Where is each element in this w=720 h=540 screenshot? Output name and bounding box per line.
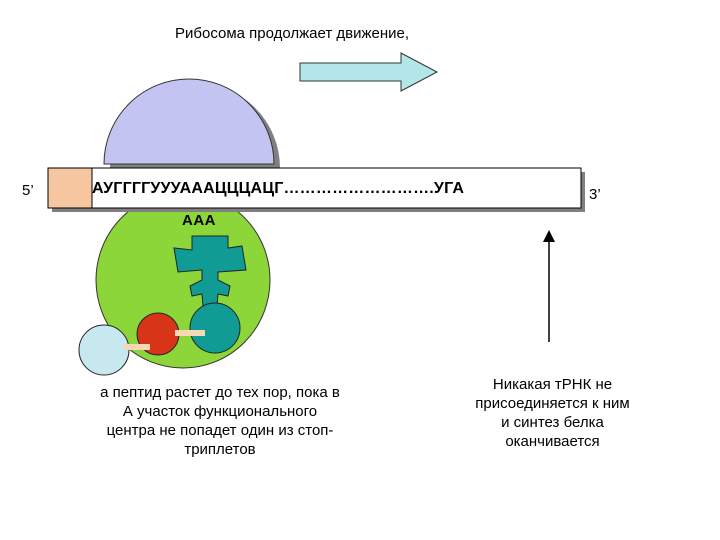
trna-anticodon: ААА — [182, 212, 216, 229]
peptide-bond-right — [175, 330, 205, 336]
mrna-5-prime-label: 5’ — [22, 182, 34, 199]
termination-note: Никакая тРНК не присоединяется к ним и с… — [475, 376, 630, 450]
aminoacid-light — [78, 324, 130, 376]
mrna-cap — [47, 167, 93, 209]
mrna-strip — [47, 167, 582, 209]
mrna-3-prime-label: 3’ — [589, 186, 601, 203]
mrna-sequence: АУГГГГУУУАААЦЦЦАЦГ……………………….УГА — [92, 180, 465, 197]
stop-arrow-head — [543, 230, 555, 242]
slide-title: Рибосома продолжает движение, — [175, 25, 410, 42]
direction-arrow — [299, 52, 439, 92]
small-subunit — [103, 78, 275, 165]
peptide-bond-left — [124, 344, 150, 350]
tRNA-aminoacid-right — [189, 302, 241, 354]
peptide-growth-note: а пептид растет до тех пор, пока в А уча… — [100, 384, 340, 458]
